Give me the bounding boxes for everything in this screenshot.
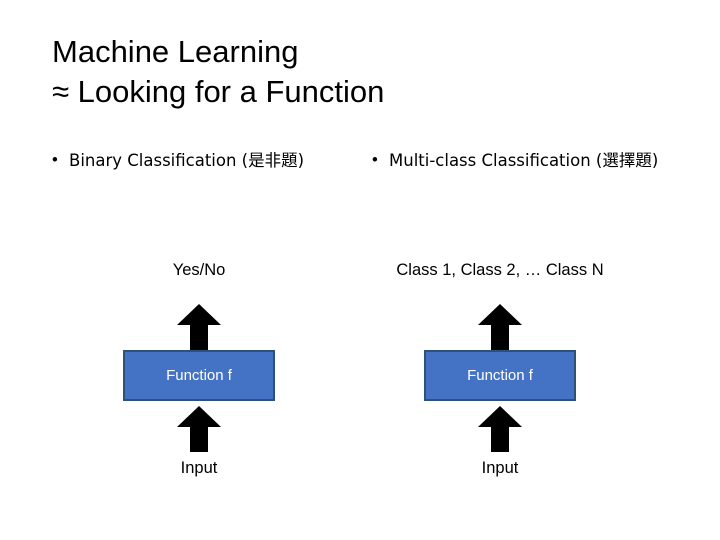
multi-class-classification-diagram: Class 1, Class 2, … Class N Function f I…: [350, 258, 650, 498]
up-arrow-icon-output-left: [177, 304, 221, 350]
function-box-label-left: Function f: [166, 366, 232, 384]
binary-classification-diagram: Yes/No Function f Input: [49, 258, 349, 498]
input-label-right: Input: [481, 459, 519, 477]
bullet-item-multiclass: • Multi-class Classification (選擇題): [372, 148, 682, 173]
output-label-yes-no: Yes/No: [172, 261, 226, 279]
bullet-marker-icon: •: [52, 151, 58, 169]
title-line-2: ≈ Looking for a Function: [52, 74, 385, 109]
title-line-1: Machine Learning: [52, 34, 299, 69]
bullet-text-multiclass: Multi-class Classification (選擇題): [389, 151, 659, 170]
up-arrow-icon-input-right: [478, 406, 522, 452]
slide-title: Machine Learning ≈ Looking for a Functio…: [52, 32, 672, 112]
up-arrow-icon-input-left: [177, 406, 221, 452]
bullet-item-binary: • Binary Classification (是非題): [52, 148, 352, 173]
output-label-classes: Class 1, Class 2, … Class N: [396, 261, 604, 279]
up-arrow-icon-output-right: [478, 304, 522, 350]
function-box-left: Function f: [123, 350, 275, 401]
bullet-text-binary: Binary Classification (是非題): [69, 151, 305, 170]
input-label-left: Input: [180, 459, 218, 477]
bullet-marker-icon: •: [372, 151, 378, 169]
bullet-list: • Binary Classification (是非題) • Multi-cl…: [0, 148, 720, 218]
function-box-label-right: Function f: [467, 366, 533, 384]
function-box-right: Function f: [424, 350, 576, 401]
